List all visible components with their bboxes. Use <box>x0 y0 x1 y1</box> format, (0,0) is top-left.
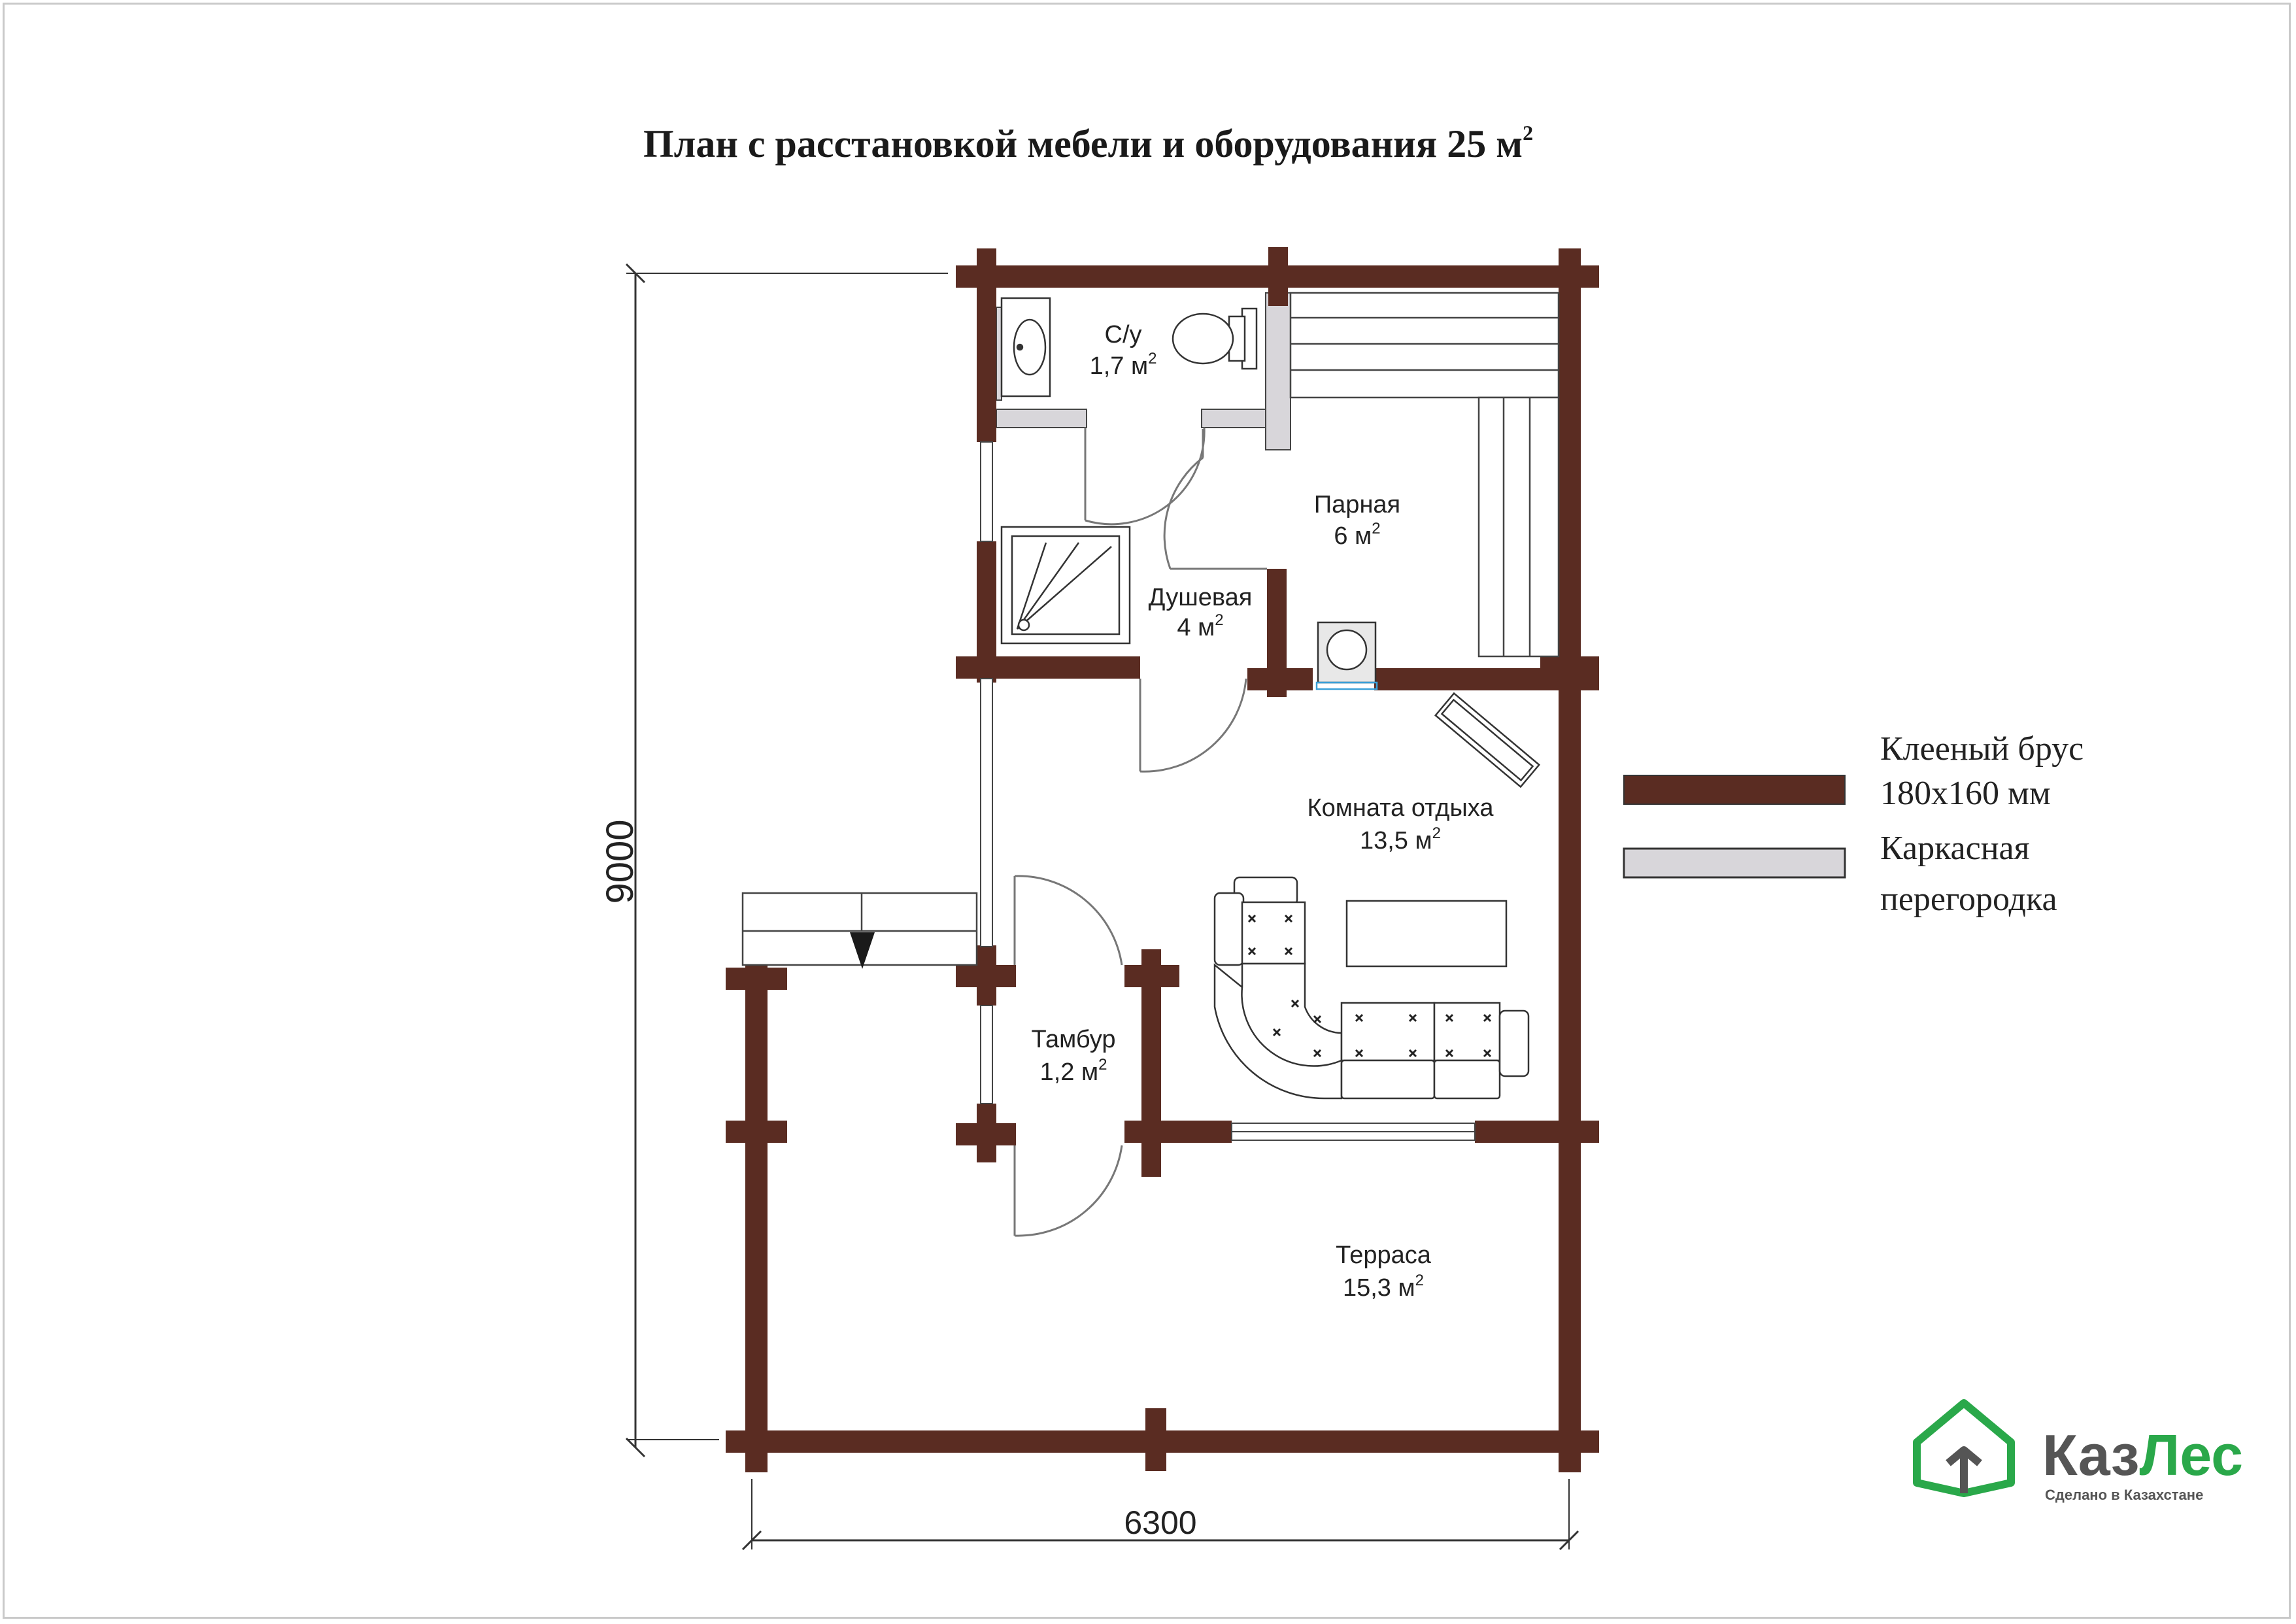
house-logo-icon <box>1913 1399 2015 1497</box>
room-komnata-area: 13,5 м2 <box>1360 824 1441 854</box>
corner-sofa <box>1213 876 1530 1100</box>
legend-partition-label-1: Каркасная <box>1880 830 2030 867</box>
timber-walls <box>726 247 1599 1472</box>
legend-partition-label-2: перегородка <box>1880 881 2057 918</box>
room-dushevaya-name: Душевая <box>1149 584 1253 611</box>
room-tambur-area: 1,2 м2 <box>1040 1056 1107 1086</box>
legend: Клееный брус 180x160 мм Каркасная перего… <box>1623 730 2084 918</box>
dimension-height <box>625 263 948 1458</box>
room-terrasa-name: Терраса <box>1336 1242 1432 1269</box>
sauna-stove-icon <box>1315 621 1378 690</box>
rest-room-bench <box>1434 692 1541 788</box>
room-komnata-name: Комната отдыха <box>1308 794 1494 822</box>
room-su-area: 1,7 м2 <box>1090 350 1157 380</box>
sink-icon <box>1000 297 1051 398</box>
legend-timber-label-2: 180x160 мм <box>1880 775 2051 812</box>
legend-timber-swatch <box>1623 775 1846 805</box>
sauna-benches <box>1289 292 1560 658</box>
frame-partitions <box>996 292 1291 450</box>
sofa-cushion-marks <box>1247 914 1492 1058</box>
room-parnaya-name: Парная <box>1314 491 1400 518</box>
dimension-height-label: 9000 <box>599 819 641 904</box>
windows <box>980 441 1476 1141</box>
room-dushevaya-area: 4 м2 <box>1177 611 1223 641</box>
entrance-steps <box>741 892 978 966</box>
shower-tray-icon <box>1000 526 1131 645</box>
coffee-table <box>1345 900 1508 968</box>
kazles-logo: КазЛес Сделано в Казахстане <box>1913 1399 2243 1503</box>
room-su-name: С/у <box>1105 321 1142 348</box>
brand-tagline: Сделано в Казахстане <box>2045 1487 2203 1503</box>
doors <box>1013 427 1267 1237</box>
room-terrasa-area: 15,3 м2 <box>1343 1272 1424 1302</box>
page-frame <box>3 3 2291 1619</box>
brand-name: КазЛес <box>2042 1423 2243 1487</box>
legend-timber-label-1: Клееный брус <box>1880 730 2084 768</box>
room-tambur-name: Тамбур <box>1032 1026 1116 1053</box>
dimension-width-label: 6300 <box>1124 1504 1196 1541</box>
entrance-arrow-icon <box>850 932 875 969</box>
room-parnaya-area: 6 м2 <box>1334 520 1380 550</box>
legend-partition-swatch <box>1623 847 1846 879</box>
toilet-icon <box>1172 307 1258 370</box>
plan-title: План с расстановкой мебели и оборудовани… <box>643 121 1533 165</box>
dimension-width <box>741 1479 1579 1551</box>
